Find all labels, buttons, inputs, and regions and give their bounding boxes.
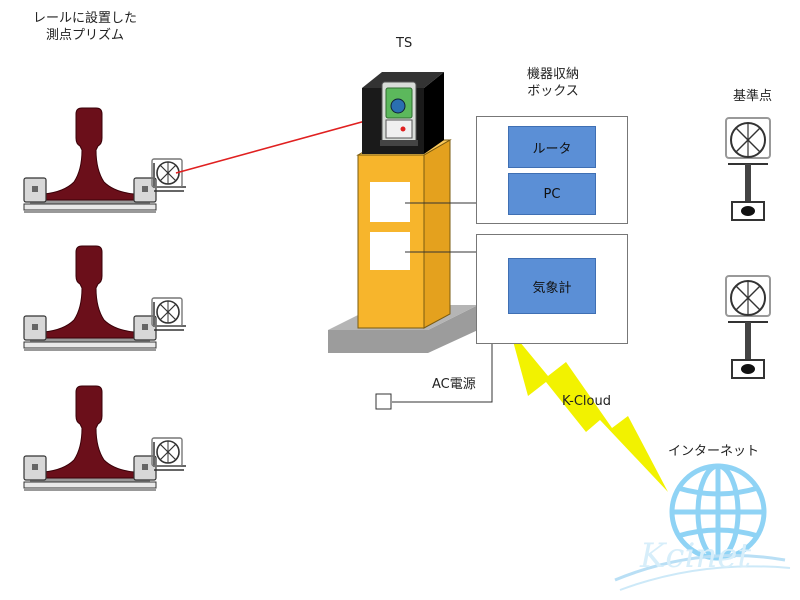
reference-point-label: 基準点 [733,89,773,104]
rail-unit-2 [23,245,157,351]
weather-meter-label: 気象計 [532,280,572,296]
lightning-icon [510,330,668,492]
rail-unit-1 [23,107,157,213]
ac-power-label: AC電源 [432,377,476,392]
reference-prism-1 [725,117,771,221]
watermark-logo: Kcinet [640,536,751,576]
laser-line [175,111,399,174]
ac-power-line [392,335,493,403]
pc-box: PC [508,173,596,215]
weather-meter-box: 気象計 [508,258,596,314]
globe-icon [669,463,767,561]
ts-label: TS [396,36,413,51]
reference-prism-2 [725,275,771,379]
storage-box-label: 機器収納 ボックス [508,66,598,100]
rail-unit-3 [23,385,157,491]
k-cloud-label: K-Cloud [562,394,611,409]
rail-prism-label-line2: 測点プリズム [45,28,124,43]
rail-prism-label: レールに設置した 測点プリズム [18,10,152,44]
rail-prism-3 [151,437,187,471]
total-station-icon [380,81,418,146]
pc-label: PC [543,186,561,202]
rail-prism-2 [151,297,187,331]
internet-label: インターネット [668,444,760,459]
rail-prism-1 [151,158,187,192]
concrete-base [328,305,478,353]
router-label: ルータ [532,141,572,157]
storage-box-label-line1: 機器収納 [526,67,579,82]
router-box: ルータ [508,126,596,168]
rail-prism-label-line1: レールに設置した [32,11,137,26]
ac-outlet-icon [375,393,392,410]
storage-box-label-line2: ボックス [527,84,579,99]
